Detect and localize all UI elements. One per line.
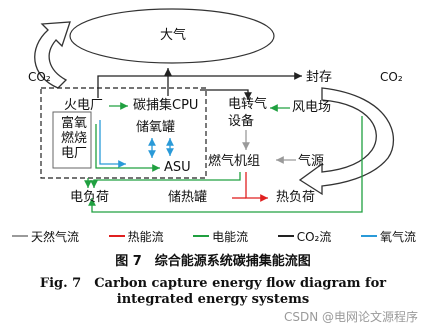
heat-flow-turbine-to-load — [245, 172, 268, 202]
capture-system-boundary — [40, 87, 207, 179]
legend-label-power: 电能流 — [212, 229, 249, 244]
co2-label-right: CO₂ — [380, 70, 403, 84]
legend: 天然气流 热能流 电能流 CO₂流 氧气流 — [12, 228, 416, 244]
node-heat-storage: 储热罐 — [168, 190, 208, 205]
node-thermal-plant: 火电厂 — [64, 98, 104, 113]
legend-swatch-heat — [108, 235, 125, 237]
node-p2g: 电转气设备 — [228, 97, 268, 129]
node-atmosphere: 大气 — [160, 28, 187, 43]
legend-swatch-co2 — [277, 235, 294, 237]
oxy-fuel-plant-box — [52, 111, 92, 169]
node-gas-turbine: 燃气机组 — [208, 154, 261, 169]
node-oxygen-tank: 储氧罐 — [136, 120, 176, 135]
node-gas-source: 气源 — [298, 154, 325, 169]
power-flow-wind-to-load — [88, 116, 363, 213]
legend-item-co2: CO₂流 — [277, 228, 332, 245]
co2-flow-to-p2g — [200, 89, 252, 100]
legend-item-gas: 天然气流 — [12, 228, 79, 245]
node-storage: 封存 — [306, 70, 333, 85]
o2-flow-plant-to-asu — [99, 120, 126, 168]
co2-label-left: CO₂ — [28, 70, 51, 84]
legend-item-oxygen: 氧气流 — [360, 228, 416, 245]
legend-swatch-power — [193, 235, 210, 237]
legend-swatch-gas — [12, 235, 28, 237]
power-flow-plant-to-asu — [95, 124, 160, 172]
node-oxy-fuel-plant: 富氧燃烧电厂 — [60, 116, 87, 161]
figure-caption-en-line1: Fig. 7 Carbon capture energy flow diagra… — [39, 276, 387, 291]
legend-item-power: 电能流 — [193, 228, 248, 245]
legend-label-heat: 热能流 — [127, 229, 164, 244]
figure-caption-en-line2: integrated energy systems — [116, 292, 310, 307]
watermark: CSDN @电网论文源程序 — [283, 310, 418, 324]
legend-label-gas: 天然气流 — [31, 229, 80, 244]
atmosphere-ellipse — [69, 8, 275, 64]
node-electric-load: 电负荷 — [70, 190, 110, 205]
node-heat-load: 热负荷 — [276, 190, 316, 205]
node-wind-farm: 风电场 — [292, 100, 332, 115]
node-asu: ASU — [164, 160, 191, 175]
node-carbon-capture-cpu: 碳捕集CPU — [133, 98, 199, 113]
co2-flow-plant-to-storage — [97, 72, 302, 98]
co2-left-curve-arrow — [34, 21, 71, 89]
figure-caption-cn: 图 7 综合能源系统碳捕集能流图 — [115, 254, 311, 269]
power-flow-turbine-to-load — [90, 172, 241, 188]
legend-label-oxygen: 氧气流 — [379, 229, 416, 244]
legend-label-co2: CO₂流 — [296, 229, 332, 244]
legend-item-heat: 热能流 — [108, 228, 164, 245]
co2-right-curve-arrow — [298, 87, 395, 196]
legend-swatch-oxygen — [360, 235, 377, 237]
